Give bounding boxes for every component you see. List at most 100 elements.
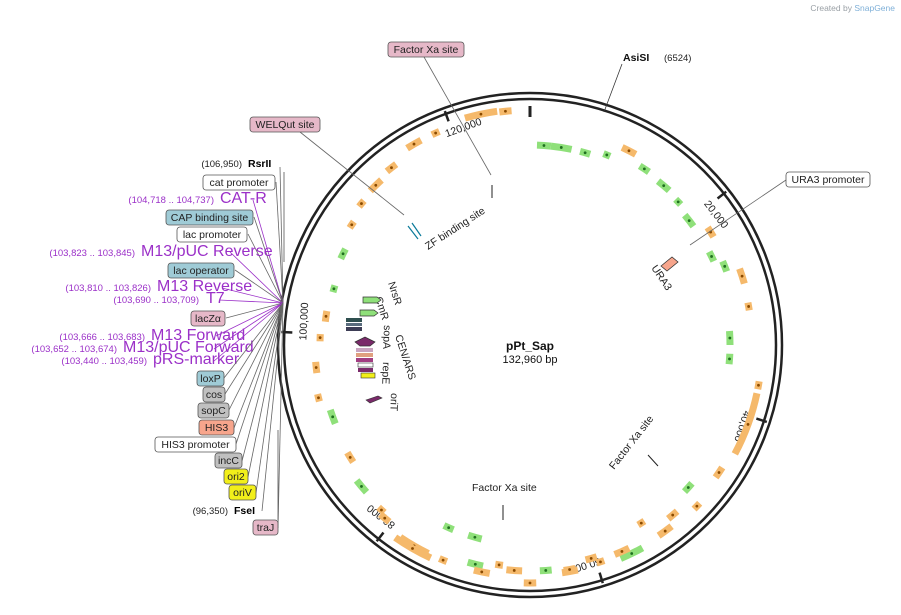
callout-pill[interactable] xyxy=(167,262,235,279)
callout-pill[interactable] xyxy=(223,468,249,485)
feature-arc-marker xyxy=(332,287,336,291)
feature-arc-marker xyxy=(686,486,690,489)
callout-leader xyxy=(247,302,284,478)
feature-arc-marker xyxy=(380,508,383,512)
feature-arc-marker xyxy=(360,485,363,488)
callout-text: CAT-R xyxy=(220,190,267,207)
callout-leader xyxy=(229,251,284,304)
ura3-promoter-pill[interactable] xyxy=(785,171,871,188)
callout-pill[interactable] xyxy=(154,436,237,453)
feature-arc-marker xyxy=(687,219,691,223)
sopa-feature[interactable] xyxy=(354,336,376,347)
factor-xa-right-mark xyxy=(647,454,659,467)
feature-arc-marker xyxy=(331,415,335,419)
feature-arc-marker xyxy=(695,504,699,508)
ruler-tick xyxy=(716,190,727,200)
ruler-label: 120,000 xyxy=(444,116,484,140)
ruler-tick xyxy=(375,531,385,542)
callout-pill[interactable] xyxy=(252,519,279,536)
callout-pill[interactable] xyxy=(176,226,248,243)
feature-arc-marker xyxy=(559,146,563,149)
cmr-feature[interactable] xyxy=(359,309,379,317)
ruler-tick xyxy=(755,417,768,424)
callout-leader xyxy=(277,302,284,529)
callout-label: HIS3 xyxy=(205,422,229,434)
welqut-label: WELQut site xyxy=(256,119,315,131)
feature-arc-marker xyxy=(434,131,438,135)
callout-pill[interactable] xyxy=(165,209,254,226)
callout-text: (103,690 .. 103,709) xyxy=(113,295,199,306)
welqut-site-mark2 xyxy=(411,222,422,237)
callout-pill[interactable] xyxy=(197,402,230,419)
nrsr-label: NrsR xyxy=(385,280,404,307)
stack-bar-7 xyxy=(357,362,374,368)
callout-text: M13 Reverse xyxy=(157,278,252,295)
ruler-label: 20,000 xyxy=(701,198,730,231)
credit-prefix: Created by xyxy=(810,3,852,13)
asisi-position: (6524) xyxy=(664,53,691,64)
callout-text: M13 Forward xyxy=(151,327,245,344)
callout-label: cos xyxy=(206,389,222,401)
factor-xa-top-pill[interactable] xyxy=(387,41,465,58)
callout-pill[interactable] xyxy=(202,174,276,191)
callout-label: HIS3 promoter xyxy=(161,439,230,451)
stack-bar-6 xyxy=(356,358,373,362)
callout-pill[interactable] xyxy=(190,310,226,327)
orit-feature[interactable] xyxy=(365,395,383,404)
left-inner-features xyxy=(346,296,383,404)
callout-pill[interactable] xyxy=(228,484,257,501)
ura3-promoter-leader xyxy=(689,179,787,246)
feature-arc-marker xyxy=(374,183,378,187)
callout-leader xyxy=(275,181,284,304)
factor-xa-right-label: Factor Xa site xyxy=(607,413,656,472)
callout-leader xyxy=(218,299,284,304)
callout-text: (103,823 .. 103,845) xyxy=(49,248,135,259)
asisi-label[interactable]: AsiSI xyxy=(623,52,649,64)
feature-arc-marker xyxy=(639,521,643,525)
stack-bar-3 xyxy=(346,327,362,331)
feature-arc-marker xyxy=(512,569,516,572)
ura3-promoter-label: URA3 promoter xyxy=(792,174,865,186)
callout-label: incC xyxy=(218,455,239,467)
callout-leader xyxy=(279,166,284,304)
callout-pill[interactable] xyxy=(214,452,243,469)
ura3-feature[interactable] xyxy=(660,256,679,272)
feature-arc-marker xyxy=(314,366,318,369)
callout-pill[interactable] xyxy=(198,419,235,436)
sopa-label: sopA xyxy=(380,325,393,349)
feature-arc-marker xyxy=(544,569,548,572)
callout-pill[interactable] xyxy=(202,386,226,403)
callout-leader xyxy=(223,302,284,379)
feature-arc-marker xyxy=(662,184,666,188)
feature-arc-marker xyxy=(717,471,721,474)
nrsr-feature[interactable] xyxy=(362,296,382,304)
callout-leader xyxy=(224,302,284,395)
feature-arc-marker xyxy=(383,516,387,520)
feature-arc-marker xyxy=(473,535,477,539)
ruler-tick xyxy=(443,110,450,122)
feature-arc-marker xyxy=(479,112,483,116)
feature-arc-marker xyxy=(671,513,675,517)
plasmid-size: 132,960 bp xyxy=(502,354,557,366)
feature-arc-marker xyxy=(627,149,631,153)
callout-leader xyxy=(213,302,284,350)
welqut-pill[interactable] xyxy=(249,116,321,133)
stack-bar-2 xyxy=(346,323,362,326)
callout-leader xyxy=(215,302,284,337)
ori-feature[interactable] xyxy=(360,372,376,379)
repe-feature[interactable] xyxy=(358,368,373,372)
feature-arc-marker xyxy=(542,144,546,147)
snapgene-brand: SnapGene xyxy=(854,3,895,13)
callout-text: pRS-marker xyxy=(153,351,240,368)
callout-text: (106,950) xyxy=(201,159,242,170)
callout-leader xyxy=(234,269,284,304)
zf-binding-label: ZF binding site xyxy=(423,205,487,253)
feature-arc-marker xyxy=(676,200,680,204)
callout-pill[interactable] xyxy=(196,370,225,387)
callout-leader xyxy=(253,216,284,304)
callout-label: lacZα xyxy=(195,313,221,325)
feature-arc-marker xyxy=(350,223,354,227)
feature-arc-marker xyxy=(728,357,731,361)
